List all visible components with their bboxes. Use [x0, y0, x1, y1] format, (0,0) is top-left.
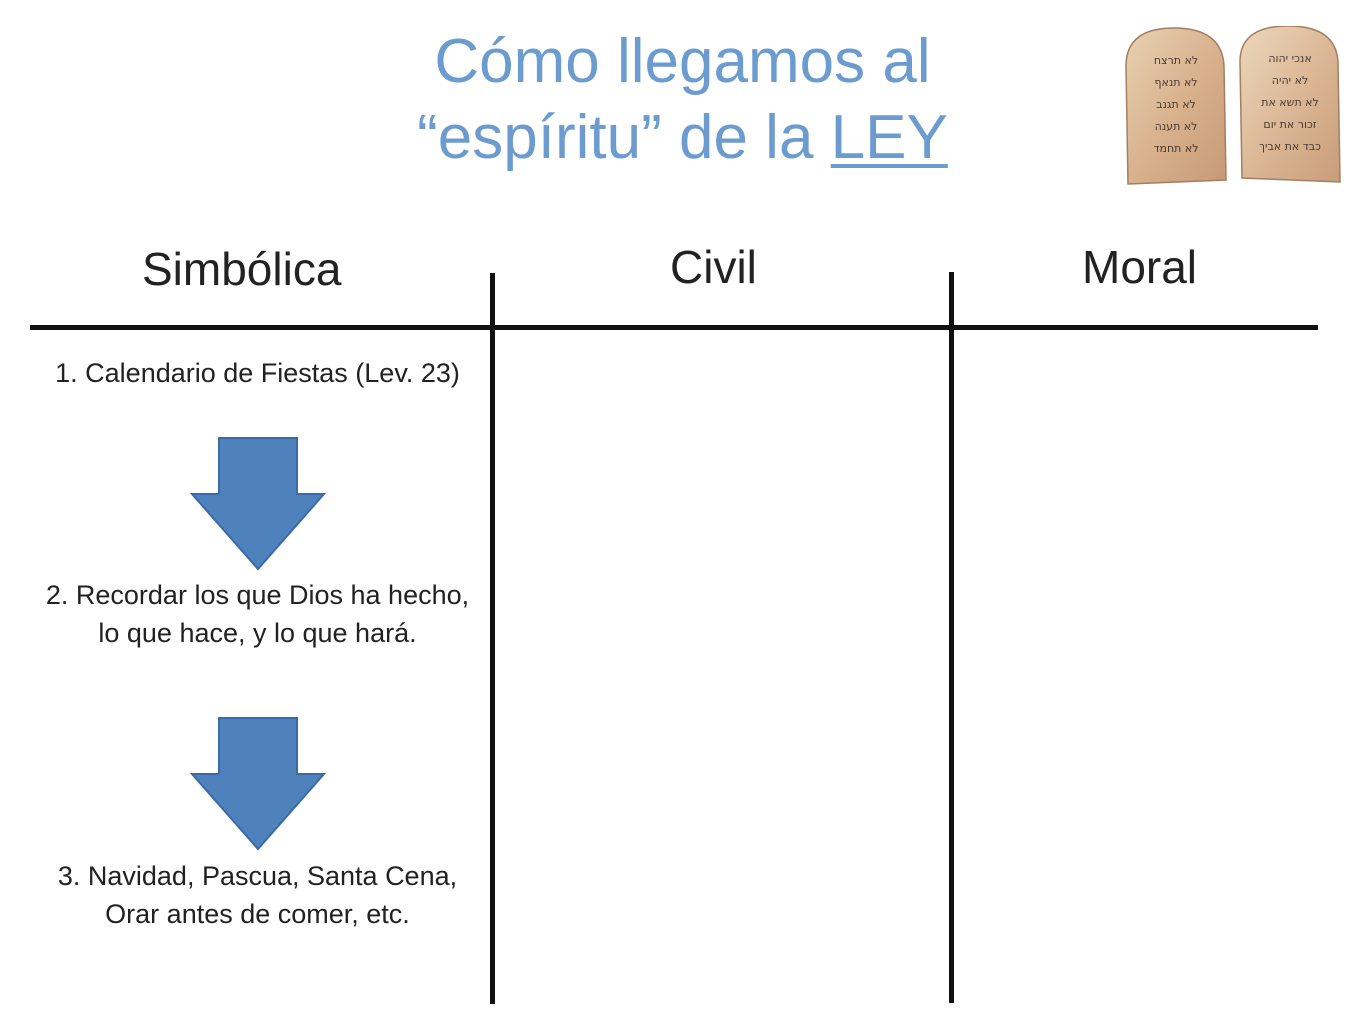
svg-text:כבד את אביך: כבד את אביך [1259, 140, 1321, 153]
right-tablet [1239, 26, 1341, 183]
svg-text:זכור את יום: זכור את יום [1263, 118, 1316, 131]
simbolica-item-1: 1. Calendario de Fiestas (Lev. 23) [55, 358, 460, 388]
title-line-2: “espíritu” de la LEY [290, 100, 1075, 176]
table-vertical-divider-2 [949, 272, 954, 1003]
svg-text:לא תנאף: לא תנאף [1154, 76, 1197, 89]
column-header-simbolica: Simbólica [142, 243, 342, 295]
svg-text:לא יהיה: לא יהיה [1272, 74, 1308, 87]
svg-text:לא תגנב: לא תגנב [1156, 98, 1196, 111]
column-header-moral: Moral [1082, 241, 1198, 293]
svg-text:לא תענה: לא תענה [1155, 120, 1198, 133]
column-header-civil: Civil [670, 241, 757, 293]
down-arrow-icon [189, 437, 327, 571]
simbolica-item-2: 2. Recordar los que Dios ha hecho, lo qu… [45, 580, 470, 648]
title-underlined-word: LEY [830, 103, 948, 172]
title-line-1: Cómo llegamos al [434, 27, 931, 96]
simbolica-item-3: 3. Navidad, Pascua, Santa Cena, Orar ant… [57, 861, 458, 929]
svg-text:לא תחמד: לא תחמד [1154, 142, 1199, 155]
table-horizontal-divider [30, 325, 1318, 330]
down-arrow-icon [189, 717, 327, 851]
svg-text:אנכי יהוה: אנכי יהוה [1268, 52, 1311, 65]
left-tablet [1125, 27, 1227, 185]
svg-text:לא תרצח: לא תרצח [1154, 54, 1198, 67]
slide-title: Cómo llegamos al “espíritu” de la LEY [290, 24, 1075, 176]
svg-text:לא תשא את: לא תשא את [1261, 96, 1319, 109]
ten-commandments-tablets-image: לא תרצח לא תנאף לא תגנב לא תענה לא תחמד … [1125, 26, 1341, 185]
title-line-2-prefix: “espíritu” de la [417, 103, 831, 172]
table-vertical-divider-1 [490, 273, 495, 1004]
